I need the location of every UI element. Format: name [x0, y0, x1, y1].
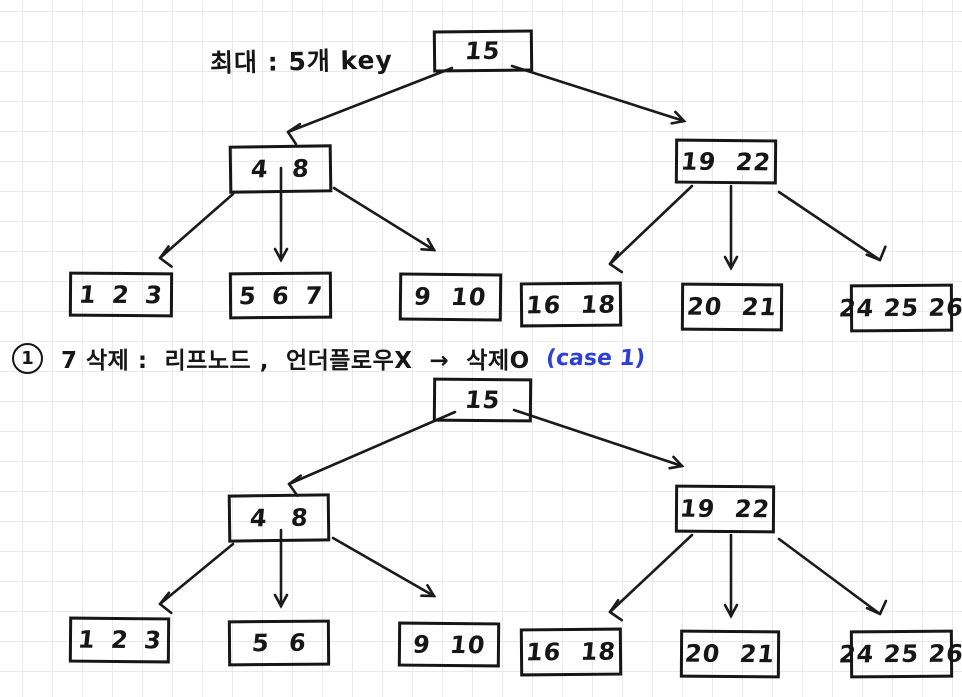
edge-after-left-l3	[331, 536, 437, 598]
node-label: 9 10	[411, 630, 487, 659]
edge-before-right-l6	[777, 190, 887, 262]
before-leaf-node-1: 1 2 3	[68, 271, 174, 318]
case-label: (case 1)	[544, 345, 646, 371]
after-leaf-node-4: 16 18	[519, 627, 623, 677]
node-label: 24 25 26	[837, 293, 962, 323]
step-caption: 1 7 삭제 : 리프노드 , 언더플로우X → 삭제O (case 1)	[12, 341, 646, 375]
node-label: 15	[463, 36, 503, 66]
edge-after-right-l6	[777, 537, 888, 616]
node-label: 5 6 7	[237, 281, 324, 310]
node-label: 9 10	[412, 282, 489, 312]
edge-before-right-l4	[608, 184, 694, 274]
step-text: 7 삭제 : 리프노드 , 언더플로우X → 삭제O	[61, 348, 530, 374]
step-number-circle: 1	[12, 342, 43, 374]
node-label: 1 2 3	[77, 280, 165, 309]
node-label: 24 25 26	[837, 639, 962, 669]
node-label: 4 8	[249, 154, 312, 184]
before-root-node: 15	[432, 29, 534, 73]
max-keys-note: 최대 : 5개 key	[209, 45, 393, 78]
node-label: 19 22	[678, 494, 772, 524]
node-label: 1 2 3	[76, 625, 163, 655]
node-label: 19 22	[679, 147, 773, 176]
edge-before-left-l1	[158, 192, 235, 268]
after-root-node: 15	[432, 377, 533, 423]
before-internal-left-node: 4 8	[228, 144, 333, 194]
edge-before-root-right	[510, 64, 687, 125]
before-internal-right-node: 19 22	[674, 138, 778, 185]
step-number: 1	[21, 347, 34, 369]
before-leaf-node-4: 16 18	[519, 281, 623, 328]
node-label: 20 21	[685, 292, 779, 322]
before-leaf-node-2: 5 6 7	[228, 271, 333, 320]
node-label: 5 6	[250, 628, 308, 658]
edge-after-root-right	[512, 408, 685, 470]
node-label: 15	[463, 385, 502, 415]
after-leaf-node-1: 1 2 3	[68, 616, 171, 664]
after-leaf-node-2: 5 6	[227, 619, 331, 667]
after-internal-left-node: 4 8	[227, 493, 331, 543]
after-leaf-node-5: 20 21	[679, 629, 781, 679]
edge-before-left-l3	[332, 186, 437, 252]
before-leaf-node-6: 24 25 26	[838, 283, 962, 333]
edge-after-right-l4	[608, 533, 694, 622]
node-label: 16 18	[524, 637, 618, 667]
node-label: 4 8	[248, 503, 310, 533]
after-leaf-node-6: 24 25 26	[838, 629, 962, 679]
edge-after-root-left	[287, 410, 457, 497]
after-internal-right-node: 19 22	[674, 484, 776, 534]
before-leaf-node-3: 9 10	[398, 272, 503, 322]
after-leaf-node-3: 9 10	[397, 621, 501, 668]
edge-after-left-l1	[158, 542, 235, 615]
node-label: 20 21	[683, 639, 777, 669]
before-leaf-node-5: 20 21	[680, 282, 784, 332]
node-label: 16 18	[524, 290, 618, 319]
